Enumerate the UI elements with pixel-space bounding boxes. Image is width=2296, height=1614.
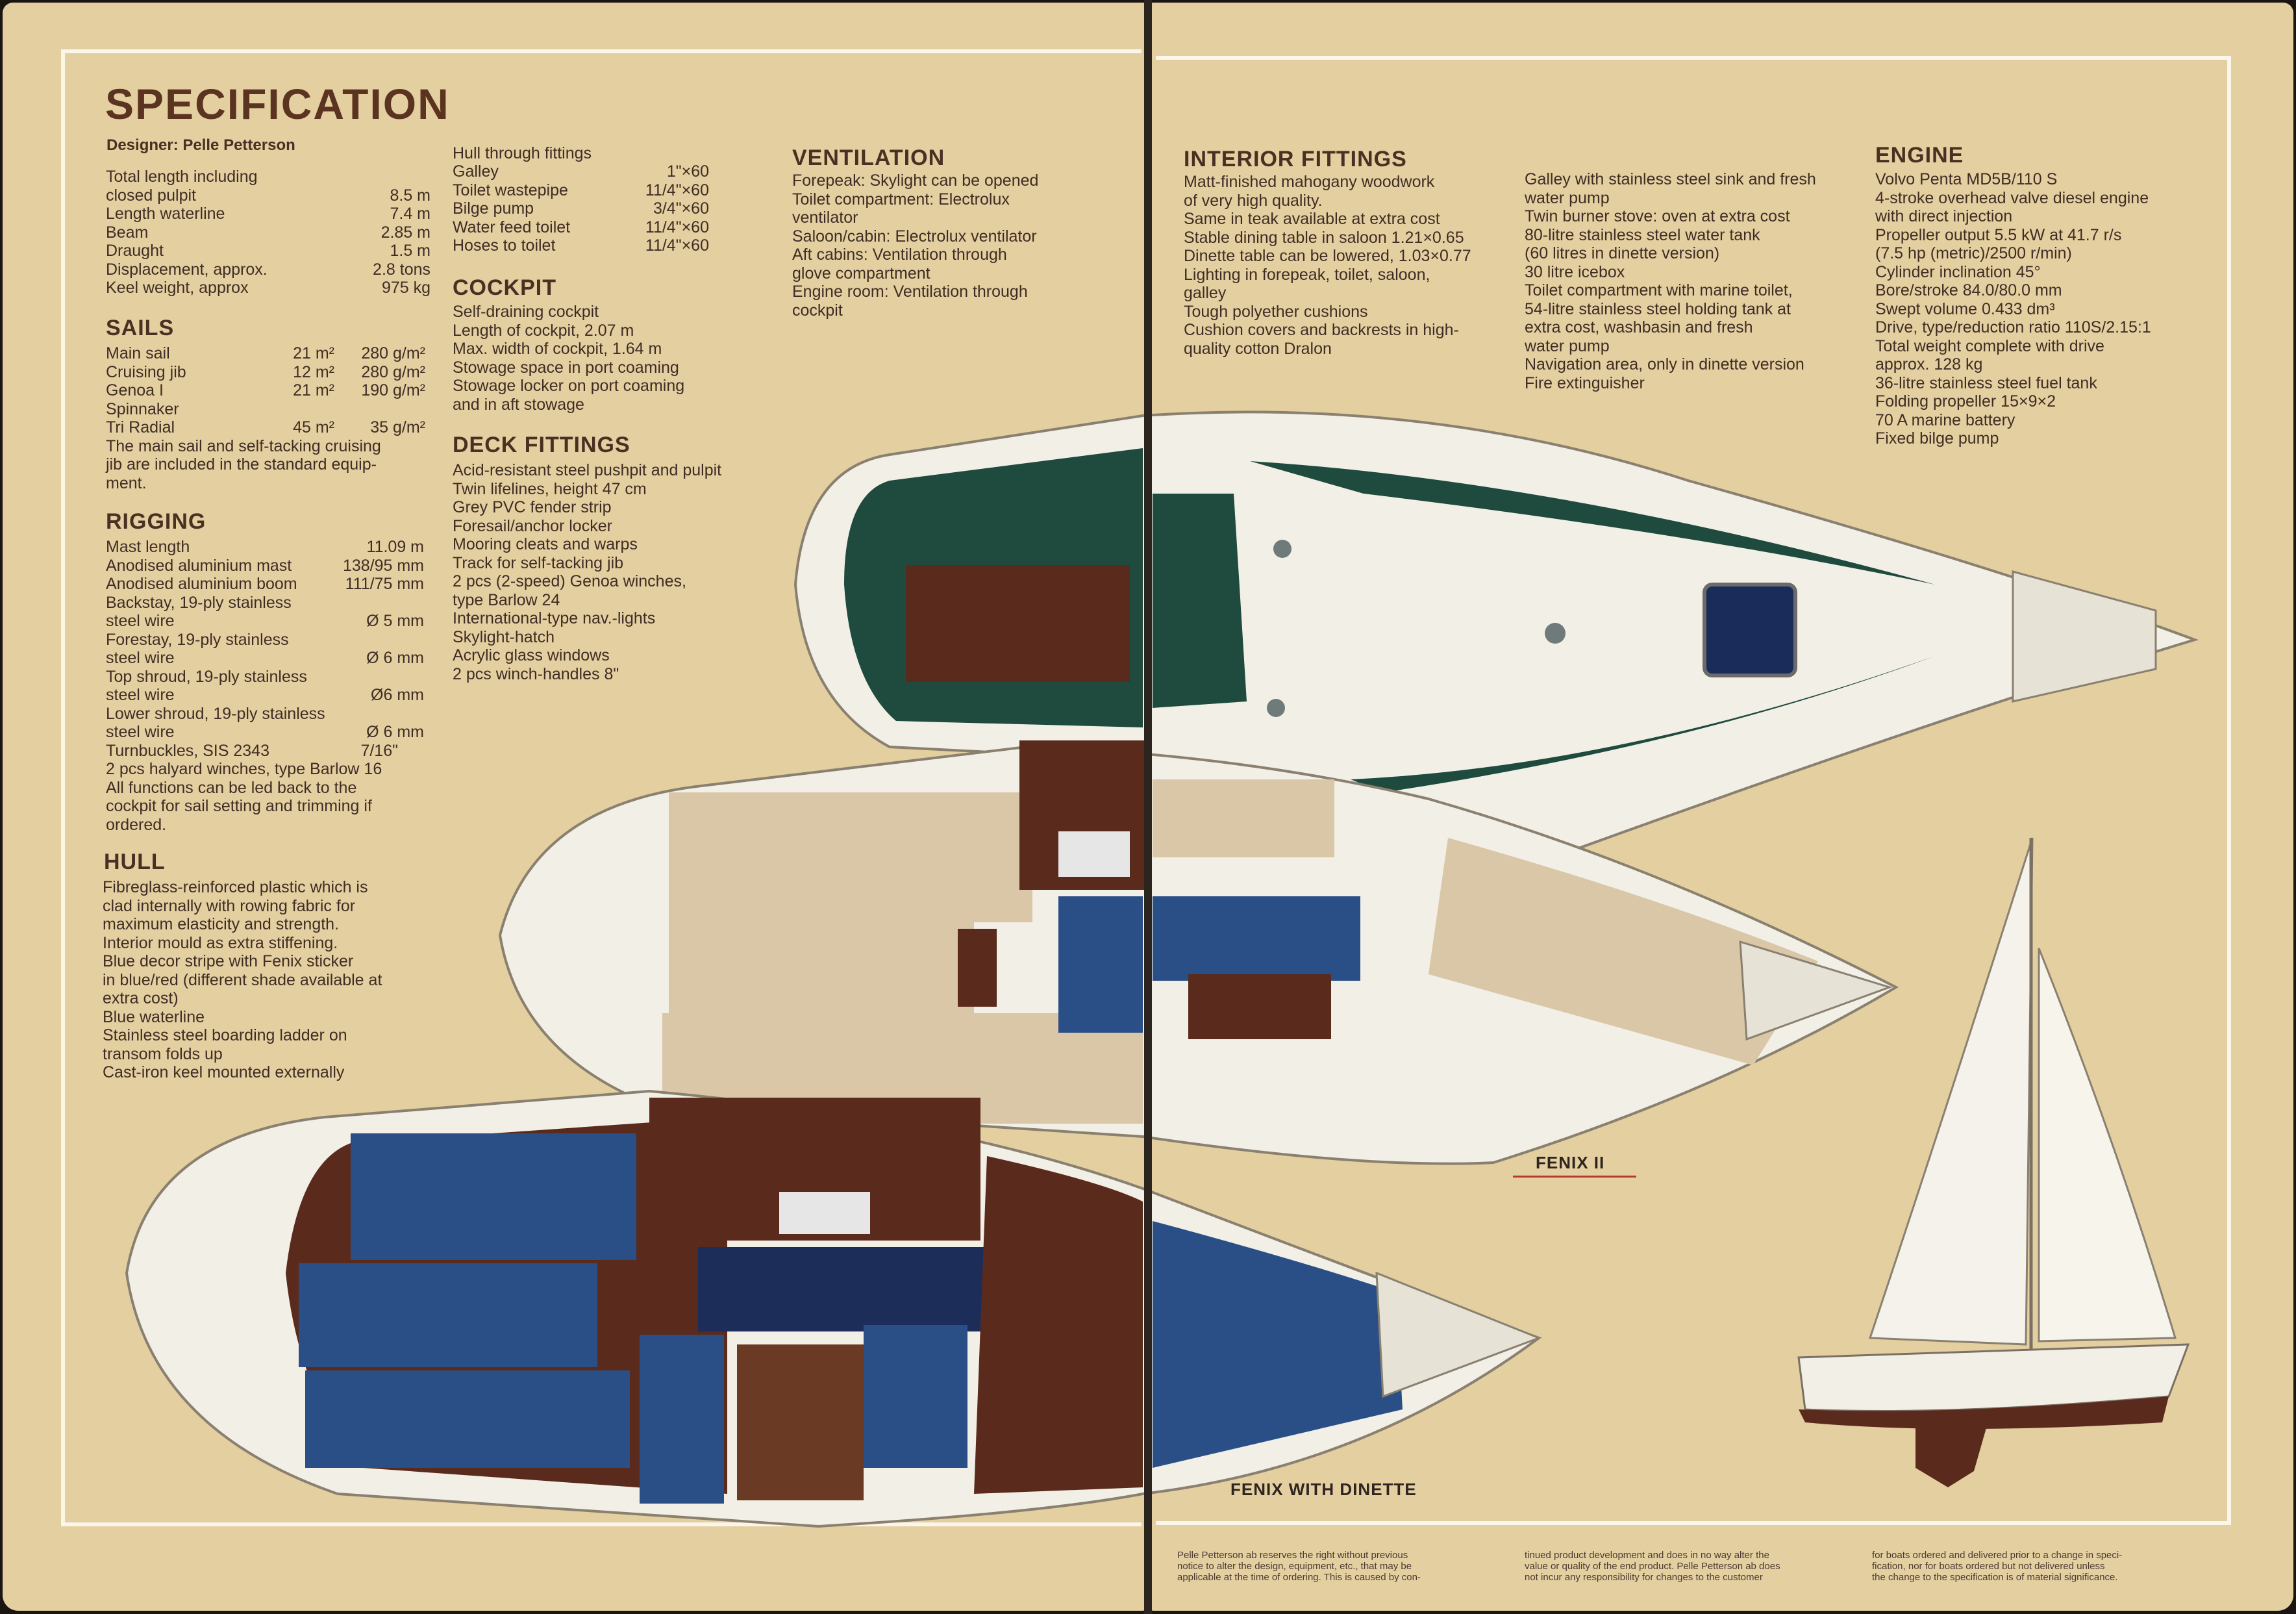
hull-fittings-heading: Hull through fittings	[453, 144, 592, 162]
table-row: Total length including	[106, 168, 258, 186]
sails-note-line: The main sail and self-tacking cruising	[106, 436, 381, 455]
sails-note-line: jib are included in the standard equip-	[106, 455, 377, 473]
rigging-note-line: cockpit for sail setting and trimming if	[106, 797, 372, 815]
sails-note-line: ment.	[106, 473, 147, 492]
rigging-note-line: All functions can be led back to the	[106, 778, 357, 797]
table-row: Forestay, 19-ply stainless	[106, 630, 289, 649]
interior-heading: INTERIOR FITTINGS	[1184, 147, 1407, 171]
interior-text-col2: Galley with stainless steel sink and fre…	[1525, 170, 1816, 392]
rigging-heading: RIGGING	[106, 509, 206, 534]
caption-underline	[1513, 1176, 1636, 1178]
page-frame-right	[1156, 56, 2231, 1525]
disclaimer-col3: for boats ordered and delivered prior to…	[1872, 1550, 2123, 1583]
fenix-ii-caption: FENIX II	[1536, 1153, 1605, 1172]
disclaimer-col2: tinued product development and does in n…	[1525, 1550, 1780, 1583]
table-row: Displacement, approx.2.8 tons	[106, 260, 430, 279]
table-row: Top shroud, 19-ply stainless	[106, 667, 307, 686]
table-row: Backstay, 19-ply stainless	[106, 593, 292, 612]
cockpit-heading: COCKPIT	[453, 275, 556, 300]
table-row: Spinnaker	[106, 399, 179, 418]
sails-heading: SAILS	[106, 316, 175, 340]
deck-fittings-heading: DECK FITTINGS	[453, 433, 630, 457]
page-frame-left	[61, 49, 1142, 1526]
engine-heading: ENGINE	[1875, 143, 1964, 168]
rigging-note-line: 2 pcs halyard winches, type Barlow 16	[106, 760, 382, 778]
hull-heading: HULL	[104, 850, 166, 874]
rigging-note-line: ordered.	[106, 815, 167, 834]
designer-line: Designer: Pelle Petterson	[106, 136, 295, 154]
sail-profile-illustration	[1797, 837, 2190, 1487]
fenix-dinette-caption: FENIX WITH DINETTE	[1230, 1480, 1417, 1499]
center-fold	[1144, 0, 1152, 1614]
ventilation-heading: VENTILATION	[792, 145, 945, 170]
table-row: Lower shroud, 19-ply stainless	[106, 704, 325, 723]
page-title: SPECIFICATION	[105, 80, 450, 128]
fenix-dinette-plan-illustration	[125, 1089, 1542, 1528]
disclaimer-col1: Pelle Petterson ab reserves the right wi…	[1177, 1550, 1421, 1583]
